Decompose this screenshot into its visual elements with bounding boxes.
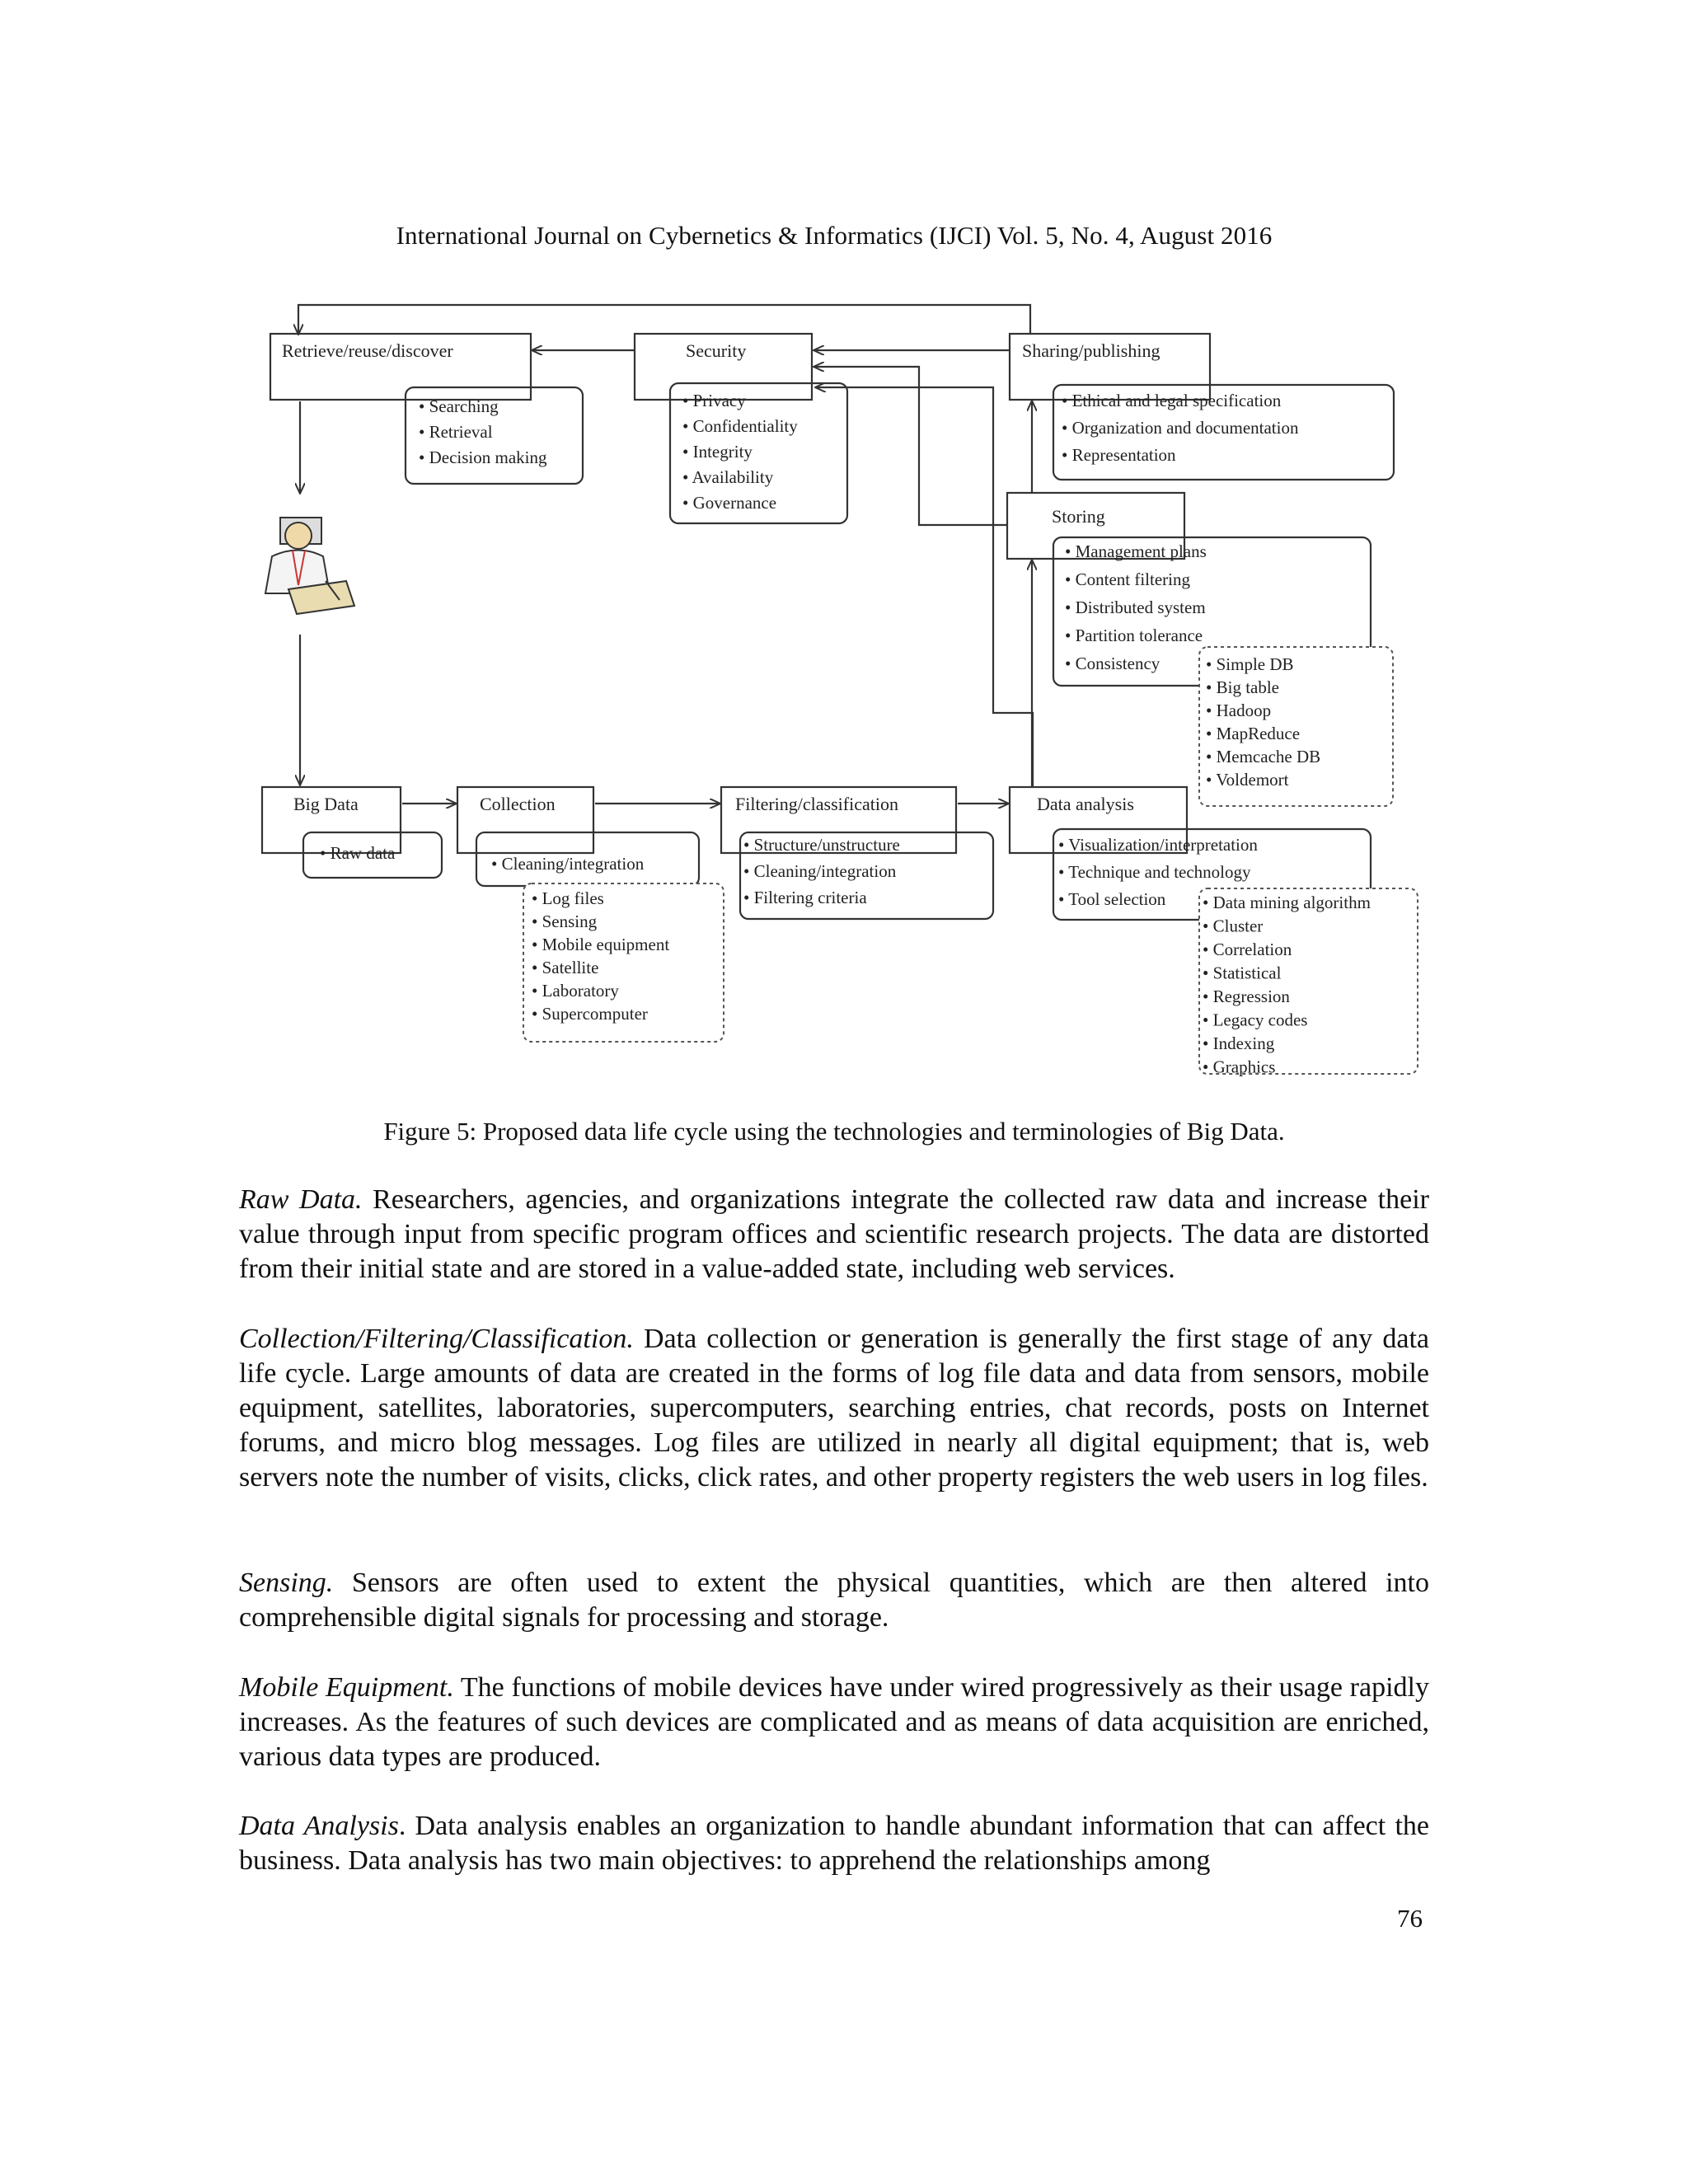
- analysis-method-item: • Legacy codes: [1203, 1010, 1307, 1030]
- paragraph-mobile: Mobile Equipment. The functions of mobil…: [239, 1671, 1429, 1774]
- analysis-method-item: • Graphics: [1203, 1057, 1275, 1077]
- feedback-arrow: [298, 305, 1030, 334]
- collection-title: Collection: [480, 794, 556, 814]
- analysis-item: • Visualization/interpretation: [1058, 835, 1258, 855]
- analysis-title: Data analysis: [1037, 794, 1134, 814]
- paragraph-collection: Collection/Filtering/Classification. Dat…: [239, 1322, 1429, 1495]
- bigdata-title: Big Data: [293, 794, 359, 814]
- arrow-analysis-security: [816, 387, 1033, 787]
- storing-title: Storing: [1052, 506, 1105, 527]
- analysis-item: • Technique and technology: [1058, 862, 1251, 882]
- storing-item: • Distributed system: [1065, 598, 1206, 617]
- filtering-item: • Filtering criteria: [743, 888, 867, 907]
- paragraph-sensing: Sensing. Sensors are often used to exten…: [239, 1566, 1429, 1635]
- security-item: • Availability: [682, 467, 774, 487]
- analysis-method-item: • Statistical: [1203, 963, 1282, 983]
- security-item: • Confidentiality: [682, 416, 798, 436]
- analysis-method-item: • Data mining algorithm: [1203, 893, 1371, 912]
- storing-tech-item: • Voldemort: [1206, 770, 1289, 790]
- collection-source-item: • Supercomputer: [532, 1004, 648, 1024]
- collection-source-item: • Laboratory: [532, 981, 619, 1001]
- collection-source-item: • Sensing: [532, 912, 598, 931]
- paragraph-data-analysis: Data Analysis. Data analysis enables an …: [239, 1809, 1429, 1878]
- storing-item: • Management plans: [1065, 541, 1207, 561]
- storing-item: • Content filtering: [1065, 569, 1190, 589]
- figure-caption: Figure 5: Proposed data life cycle using…: [0, 1117, 1668, 1146]
- analysis-item: • Tool selection: [1058, 889, 1166, 909]
- security-item: • Governance: [682, 493, 776, 513]
- analysis-method-item: • Correlation: [1203, 940, 1292, 959]
- collection-source-item: • Mobile equipment: [532, 935, 669, 954]
- storing-tech-item: • Big table: [1206, 677, 1279, 697]
- sharing-item: • Organization and documentation: [1062, 418, 1299, 438]
- filtering-item: • Structure/unstructure: [743, 835, 900, 855]
- storing-item: • Partition tolerance: [1065, 626, 1203, 645]
- security-item: • Integrity: [682, 442, 753, 462]
- journal-header: International Journal on Cybernetics & I…: [0, 221, 1668, 251]
- retrieve-item: • Decision making: [419, 448, 547, 467]
- data-lifecycle-diagram: Retrieve/reuse/discover Security Sharing…: [256, 297, 1426, 1088]
- filtering-title: Filtering/classification: [735, 794, 898, 814]
- storing-tech-item: • Simple DB: [1206, 654, 1294, 674]
- sharing-item: • Representation: [1062, 445, 1176, 465]
- arrow-storing-security: [814, 367, 1007, 525]
- collection-source-item: • Log files: [532, 888, 604, 908]
- sharing-title: Sharing/publishing: [1022, 340, 1160, 361]
- retrieve-item: • Retrieval: [419, 422, 493, 442]
- sharing-item: • Ethical and legal specification: [1062, 391, 1282, 410]
- collection-item: • Cleaning/integration: [491, 854, 645, 874]
- storing-tech-item: • MapReduce: [1206, 724, 1300, 743]
- retrieve-title: Retrieve/reuse/discover: [282, 340, 453, 361]
- paragraph-raw-data: Raw Data. Researchers, agencies, and org…: [239, 1183, 1429, 1286]
- filtering-item: • Cleaning/integration: [743, 861, 897, 881]
- analysis-method-item: • Regression: [1203, 987, 1290, 1006]
- analysis-method-item: • Cluster: [1203, 916, 1263, 936]
- security-item: • Privacy: [682, 391, 746, 410]
- bigdata-item: • Raw data: [320, 843, 396, 863]
- page-number: 76: [1397, 1904, 1423, 1933]
- researcher-icon: [265, 518, 354, 614]
- security-title: Security: [686, 340, 746, 361]
- analysis-method-item: • Indexing: [1203, 1033, 1275, 1053]
- storing-tech-item: • Hadoop: [1206, 701, 1271, 720]
- storing-item: • Consistency: [1065, 654, 1160, 673]
- storing-tech-item: • Memcache DB: [1206, 747, 1320, 766]
- collection-source-item: • Satellite: [532, 958, 598, 977]
- retrieve-item: • Searching: [419, 396, 499, 416]
